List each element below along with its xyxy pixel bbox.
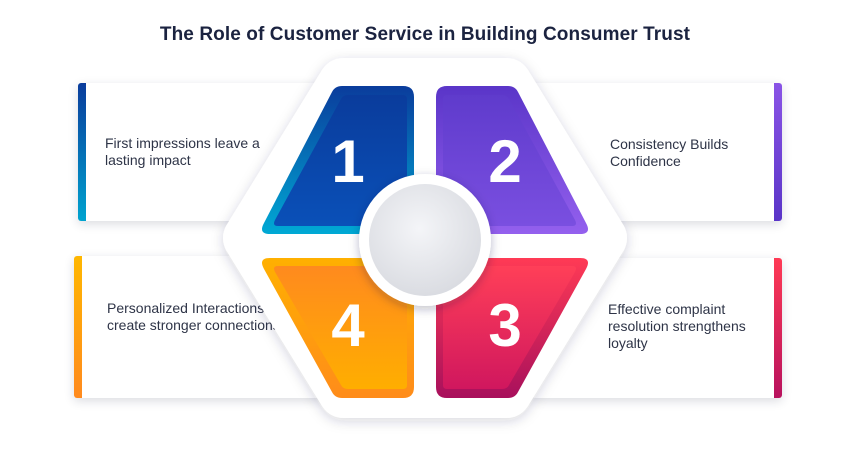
step-1-text: First impressions leave a lasting impact [105,135,260,168]
quadrant-1-face [274,95,407,226]
quadrant-4-face [274,266,407,389]
step-2-number: 2 [488,128,522,195]
quadrant-3-face [443,266,576,389]
step-3-text: Effective complaint resolution strengthe… [608,301,746,351]
page-title: The Role of Customer Service in Building… [159,24,691,45]
step-4-number: 4 [331,292,365,359]
step-4-text: Personalized Interactions create stronge… [107,300,280,333]
step-3-accent-bar [774,258,782,398]
step-2-text: Consistency Builds Confidence [610,136,729,169]
step-1-number: 1 [331,128,365,195]
step-3-number: 3 [488,292,522,359]
step-2-accent-bar [774,83,782,221]
step-1-accent-bar [78,83,86,221]
step-4-accent-bar [74,256,82,398]
center-circle [369,184,481,296]
quadrant-2-face [443,95,576,226]
